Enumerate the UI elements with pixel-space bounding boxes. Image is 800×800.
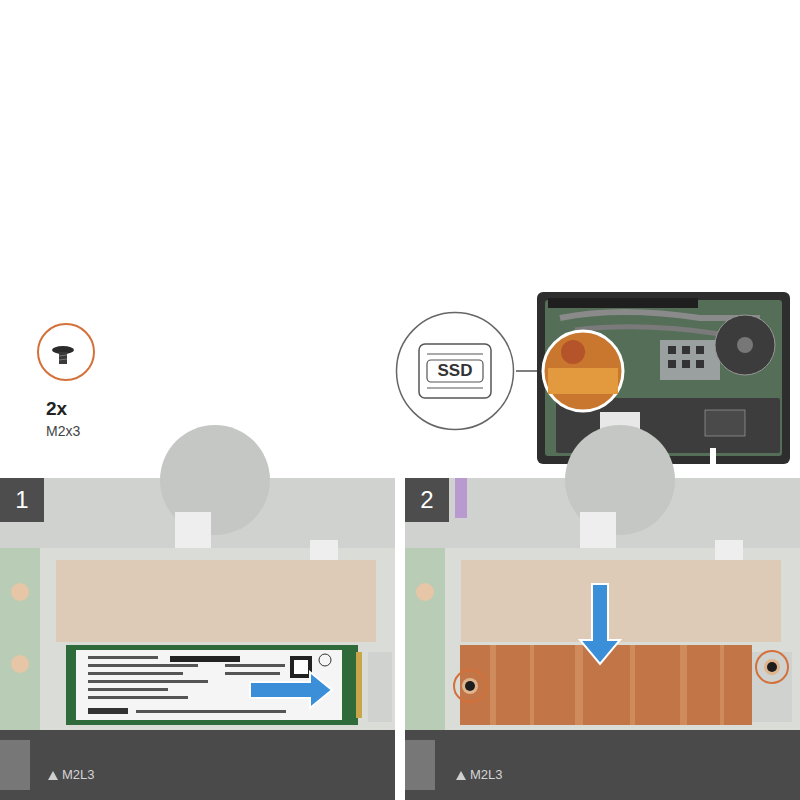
step-number: 2 (405, 478, 449, 522)
screw-icon (38, 324, 94, 380)
step-number-text: 1 (15, 486, 28, 514)
drive-line (427, 353, 483, 354)
drive-outline (419, 344, 491, 398)
slot-marking: M2L3 (62, 767, 95, 782)
ssd-icon: SSD (395, 311, 515, 431)
drive-line (427, 387, 483, 388)
step-1-photo (0, 425, 395, 800)
step-2-photo (405, 425, 800, 800)
screw-size: M2x3 (46, 423, 80, 439)
slot-marking: M2L3 (470, 767, 503, 782)
icon-label: SSD (438, 361, 473, 381)
drive-label-box (427, 360, 483, 382)
screw-count: 2x (46, 398, 67, 420)
step-number: 1 (0, 478, 44, 522)
icon-circle (397, 313, 514, 430)
laptop-bottom-view (537, 292, 790, 466)
step-number-text: 2 (420, 486, 433, 514)
